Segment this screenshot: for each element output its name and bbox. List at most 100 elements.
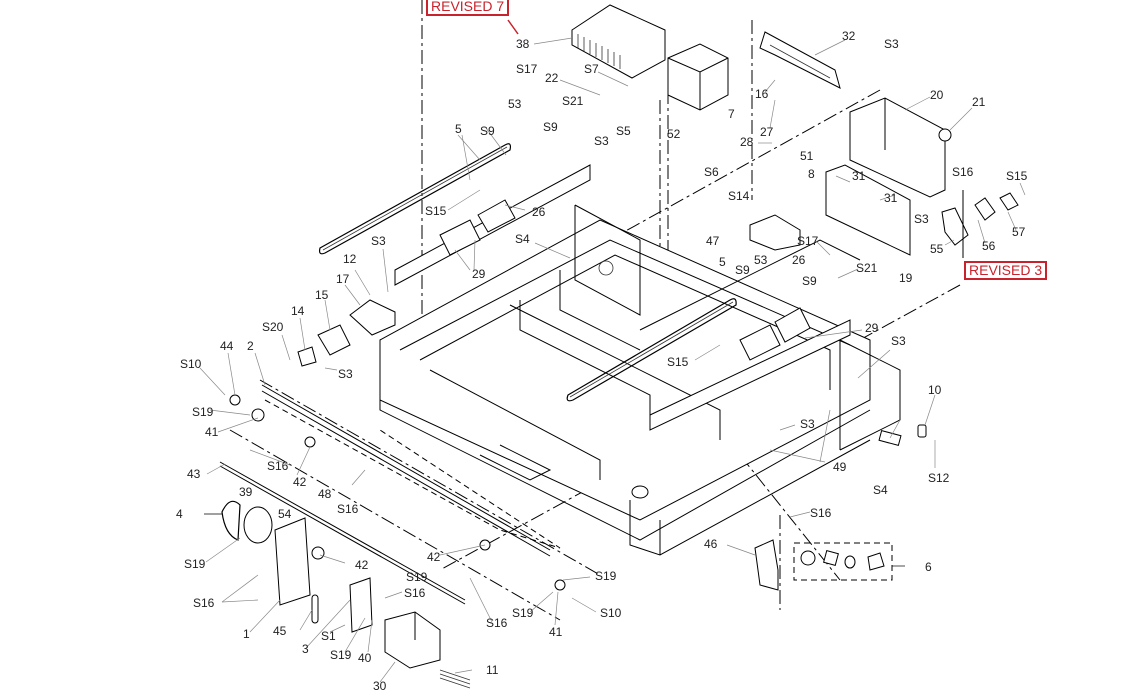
part-label-32: 32 <box>842 29 856 43</box>
part-label-8: 8 <box>808 167 815 181</box>
bracket-48-outline <box>264 399 561 549</box>
part-label-s19: S19 <box>330 648 352 662</box>
part-label-4: 4 <box>176 507 183 521</box>
part-label-s10: S10 <box>600 606 622 620</box>
part-label-7: 7 <box>728 107 735 121</box>
part-label-s3: S3 <box>338 367 353 381</box>
part-label-s19: S19 <box>512 606 534 620</box>
part-label-47: 47 <box>706 234 720 248</box>
part-label-s16: S16 <box>486 616 508 630</box>
part-label-46: 46 <box>704 537 718 551</box>
part-label-41: 41 <box>549 625 563 639</box>
part-label-44: 44 <box>220 339 234 353</box>
part-label-2: 2 <box>247 339 254 353</box>
part-label-1: 1 <box>243 627 250 641</box>
part-label-17: 17 <box>336 272 350 286</box>
part-label-s4: S4 <box>873 483 888 497</box>
part-label-52: 52 <box>667 127 681 141</box>
power-supply-38 <box>571 4 666 79</box>
part-label-5: 5 <box>719 255 726 269</box>
stepper-motor-30 <box>384 611 441 669</box>
part-label-s3: S3 <box>371 234 386 248</box>
part-label-38: 38 <box>516 37 530 51</box>
part-label-s3: S3 <box>891 334 906 348</box>
part-label-s21: S21 <box>562 94 584 108</box>
motor-bracket-3 <box>349 577 373 633</box>
belt-5-upper <box>318 143 512 255</box>
part-label-s3: S3 <box>594 134 609 148</box>
part-label-s7: S7 <box>584 62 599 76</box>
part-label-43: 43 <box>187 467 201 481</box>
part-label-56: 56 <box>982 239 996 253</box>
lamp-ring <box>844 555 856 569</box>
part-label-11: 11 <box>486 663 499 677</box>
part-label-57: 57 <box>1012 225 1026 239</box>
part-label-s6: S6 <box>704 165 719 179</box>
part-label-31: 31 <box>884 191 898 205</box>
part-label-s20: S20 <box>262 320 284 334</box>
part-label-42: 42 <box>293 475 307 489</box>
part-label-12: 12 <box>343 252 357 266</box>
knob-21 <box>938 128 952 142</box>
bracket-47 <box>749 214 801 251</box>
transformer-52 <box>667 43 729 111</box>
bearing-42b <box>311 546 325 560</box>
part-label-42: 42 <box>427 550 441 564</box>
part-label-s3: S3 <box>884 37 899 51</box>
part-label-28: 28 <box>740 135 754 149</box>
part-label-s16: S16 <box>337 502 359 516</box>
part-label-s9: S9 <box>543 120 558 134</box>
part-label-29: 29 <box>865 321 879 335</box>
part-label-45: 45 <box>273 624 287 638</box>
part-label-55: 55 <box>930 242 944 256</box>
control-board-19 <box>825 164 911 256</box>
part-label-s15: S15 <box>425 204 447 218</box>
part-label-s9: S9 <box>735 263 750 277</box>
bearing-41 <box>251 408 265 422</box>
part-label-51: 51 <box>800 149 814 163</box>
part-label-s3: S3 <box>800 417 815 431</box>
lamp-kit-6-box <box>793 542 893 581</box>
bracket-14 <box>297 346 317 367</box>
part-label-40: 40 <box>358 651 372 665</box>
belt-5-lower <box>566 298 737 402</box>
belt-4 <box>221 500 241 541</box>
part-label-s12: S12 <box>928 471 950 485</box>
rail-29-upper <box>394 164 591 286</box>
revision-mark-7: REVISED 7 <box>426 0 510 16</box>
part-label-26: 26 <box>792 253 806 267</box>
part-label-54: 54 <box>278 507 292 521</box>
bracket-46 <box>754 539 779 591</box>
part-label-27: 27 <box>760 125 774 139</box>
part-label-s15: S15 <box>667 355 689 369</box>
part-label-15: 15 <box>315 288 329 302</box>
sensor-assembly <box>941 190 1019 258</box>
part-label-5: 5 <box>455 122 462 136</box>
cable-11 <box>439 669 471 689</box>
part-label-21: 21 <box>972 95 986 109</box>
part-label-26: 26 <box>532 205 546 219</box>
shaft-2 <box>261 384 551 557</box>
bearing-42 <box>304 436 316 448</box>
part-label-41: 41 <box>205 425 219 439</box>
leader-lines <box>199 19 1026 683</box>
part-label-48: 48 <box>318 487 332 501</box>
pulley-39 <box>243 506 273 544</box>
part-label-29: 29 <box>472 267 486 281</box>
part-label-s3: S3 <box>914 212 929 226</box>
part-label-6: 6 <box>925 560 932 574</box>
part-label-s19: S19 <box>192 405 214 419</box>
part-label-s16: S16 <box>267 459 289 473</box>
spring-44 <box>229 394 241 406</box>
part-label-s5: S5 <box>616 124 631 138</box>
part-label-10: 10 <box>928 383 942 397</box>
part-label-16: 16 <box>755 87 769 101</box>
part-label-53: 53 <box>754 253 768 267</box>
part-label-s14: S14 <box>728 189 750 203</box>
part-label-s16: S16 <box>952 165 974 179</box>
part-label-s17: S17 <box>516 62 538 76</box>
part-label-s19: S19 <box>184 557 206 571</box>
part-label-19: 19 <box>899 271 913 285</box>
